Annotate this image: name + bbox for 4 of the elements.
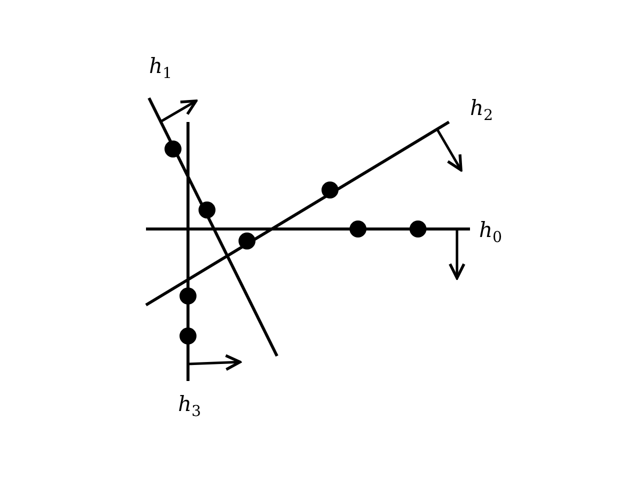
line-label: h$_{0}$	[479, 220, 502, 246]
line-label: h$_{3}$	[178, 394, 202, 420]
line-label: h$_{1}$	[149, 56, 172, 82]
line-label: h$_{2}$	[470, 98, 494, 124]
